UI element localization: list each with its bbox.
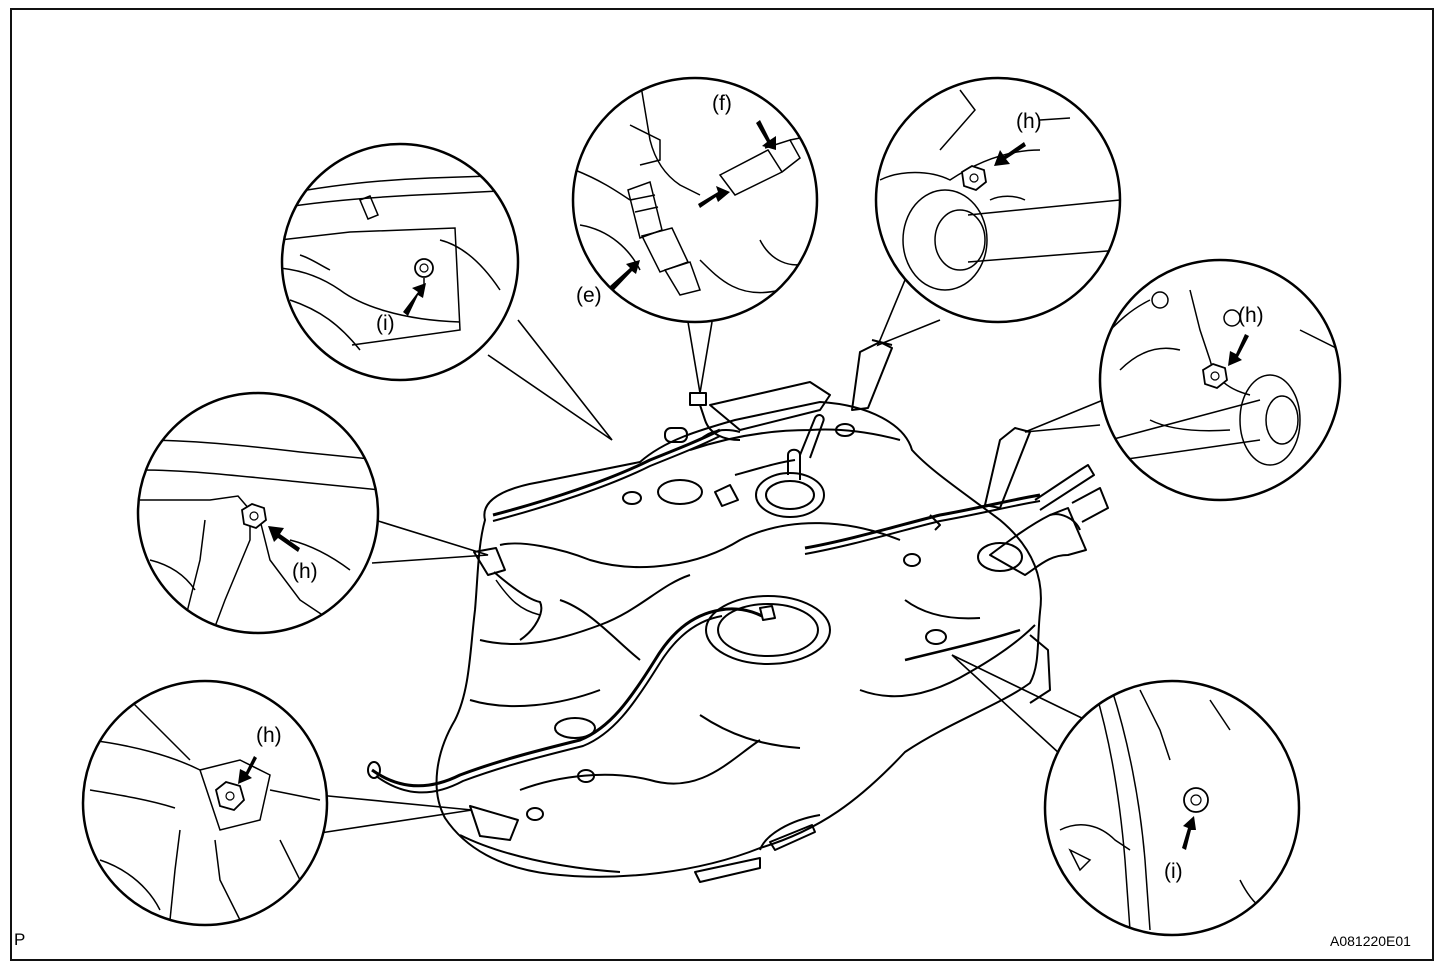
- arrow-icon: [268, 526, 300, 552]
- arrow-icon: [1182, 816, 1196, 850]
- callout-label-i: (i): [376, 312, 395, 335]
- bolt-icon: [241, 503, 267, 530]
- callout-label-h: (h): [1238, 304, 1264, 327]
- arrow-icon: [238, 756, 257, 784]
- fuel-tank: [367, 339, 1109, 883]
- arrow-icon: [756, 120, 776, 150]
- bolt-icon: [961, 165, 987, 192]
- detail-circle-bottom-right: (i): [1043, 679, 1301, 937]
- detail-circle-bottom-left: (h): [81, 679, 329, 927]
- bolt-icon: [214, 781, 246, 812]
- bolt-icon: [1202, 363, 1228, 390]
- corner-mark: P: [14, 930, 26, 949]
- arrow-icon: [1228, 334, 1249, 366]
- detail-circle-top-right: (h): [874, 76, 1122, 324]
- detail-circle-top-left: (i): [280, 142, 520, 382]
- leader-lines: [317, 279, 1109, 834]
- arrow-icon: [994, 142, 1026, 166]
- arrow-icon: [610, 260, 640, 290]
- figure-code: A081220E01: [1330, 933, 1411, 949]
- arrow-icon: [698, 186, 730, 208]
- detail-circle-left: (h): [136, 391, 380, 635]
- callout-label-i: (i): [1164, 860, 1183, 883]
- callout-label-h: (h): [292, 560, 318, 583]
- callout-label-f: (f): [712, 92, 732, 115]
- detail-circle-top-middle: (f) (e): [571, 76, 819, 324]
- detail-circle-right: (h): [1098, 258, 1342, 502]
- callout-label-e: (e): [576, 284, 602, 307]
- callout-label-h: (h): [1016, 110, 1042, 133]
- nut-icon: [1183, 787, 1209, 813]
- arrow-icon: [403, 283, 426, 316]
- callout-label-h: (h): [256, 724, 282, 747]
